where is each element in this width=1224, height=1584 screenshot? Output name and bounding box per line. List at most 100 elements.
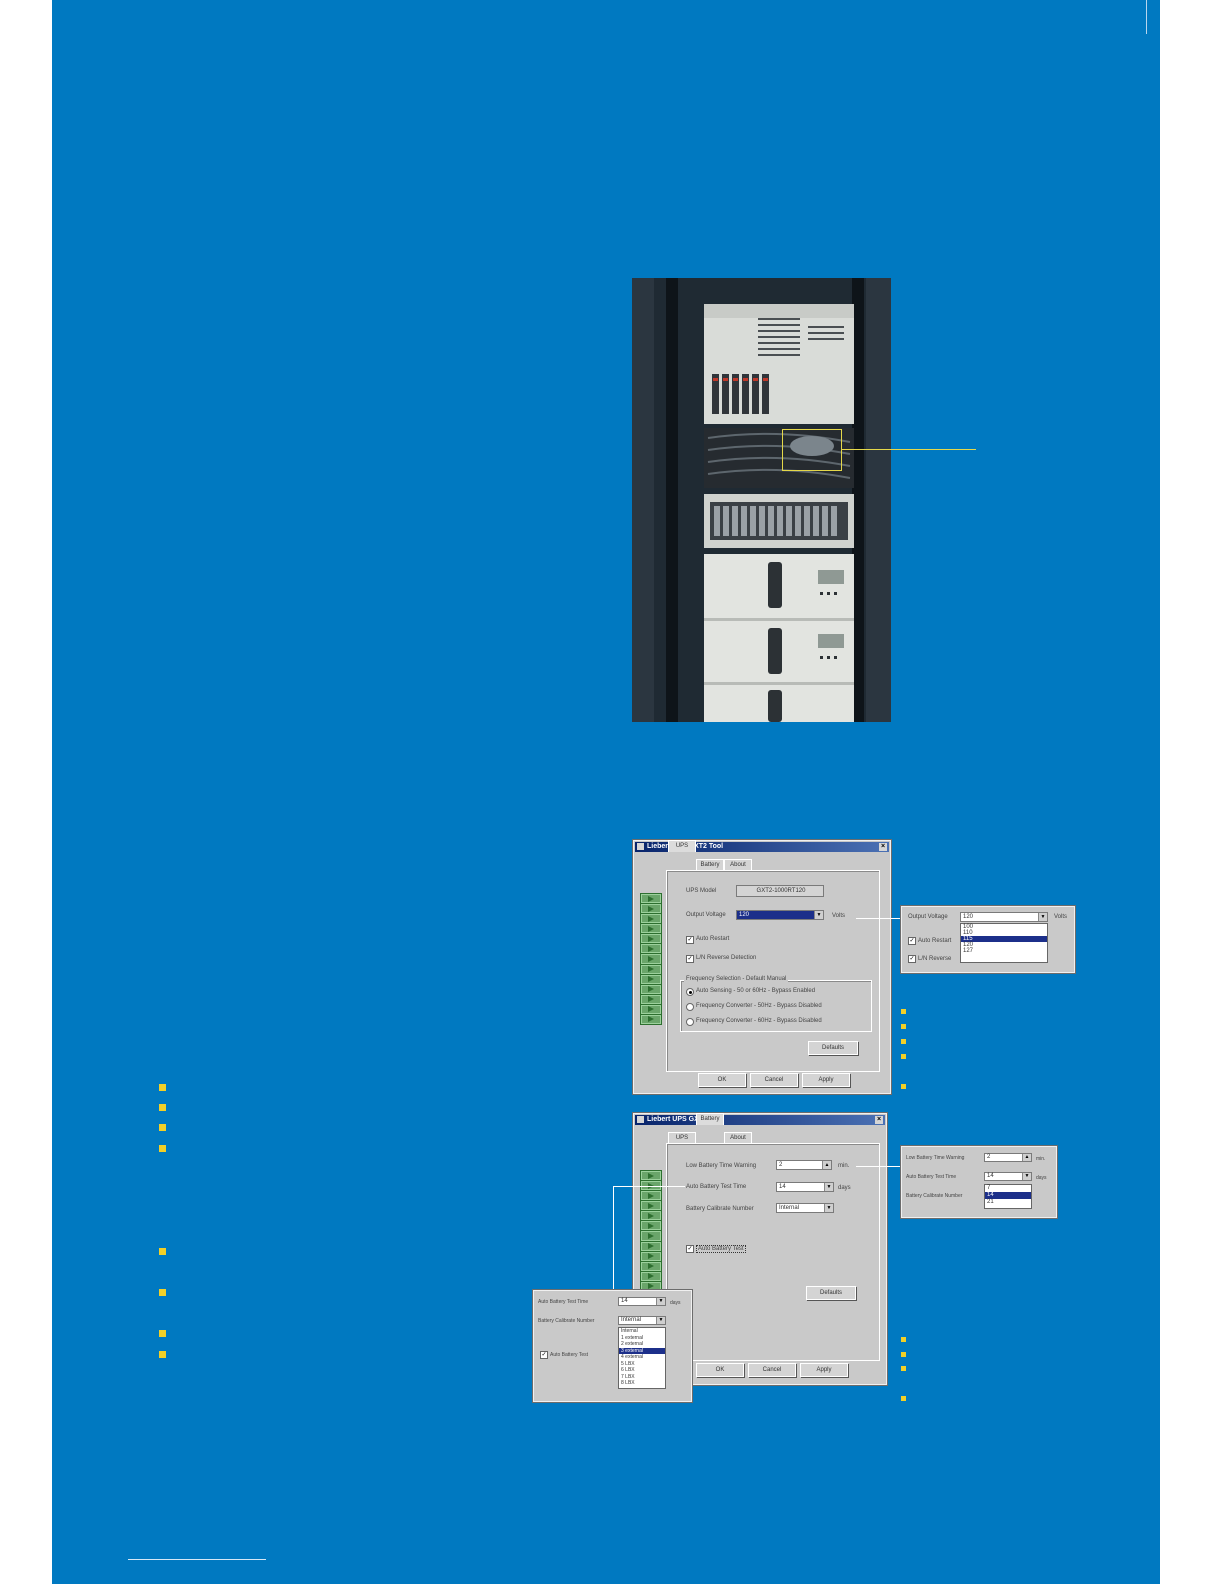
ok-button[interactable]: OK [696,1363,744,1377]
test-time-option[interactable]: 21 [987,1199,994,1205]
output-voltage-label: Output Voltage [686,912,726,918]
output-voltage-value: 120 [739,912,750,918]
server-rack-photo [632,278,891,722]
battery-calibrate-callout: Auto Battery Test Time 14 ▼ days Battery… [533,1290,692,1402]
voltage-option[interactable]: 100 [963,924,974,930]
auto-battery-test-label: Auto Battery Test [696,1245,746,1253]
tab-battery[interactable]: Battery [696,859,724,870]
cancel-button[interactable]: Cancel [748,1363,796,1377]
callout-low-battery-value: 2 [987,1154,991,1160]
callout-low-battery-field[interactable]: 2 ▲ [984,1153,1032,1162]
calibrate-option[interactable]: 7 LBX [621,1373,635,1380]
callout-output-voltage-select[interactable]: 120 ▼ [960,912,1048,922]
calibrate-option[interactable]: 6 LBX [621,1367,635,1373]
tab-battery[interactable]: Battery [696,1113,724,1125]
chevron-down-icon[interactable]: ▼ [1022,1173,1031,1180]
liebert-logo-strip [640,893,662,1025]
auto-test-time-select[interactable]: 14 ▼ [776,1182,834,1192]
output-voltage-select[interactable]: 120 ▼ [736,910,824,920]
callout-low-battery-unit: min. [1036,1156,1046,1162]
calibrate-option[interactable]: 5 LBX [621,1360,635,1367]
bullet-marker [159,1084,166,1091]
close-icon[interactable]: × [879,843,887,851]
calibrate-option[interactable]: 2 external [621,1341,643,1347]
chevron-down-icon[interactable]: ▼ [824,1183,833,1191]
test-time-options-list[interactable]: 7 14 21 [984,1184,1032,1209]
apply-button[interactable]: Apply [800,1363,848,1377]
bullet-marker [901,1009,906,1014]
tab-about[interactable]: About [724,1132,752,1143]
output-voltage-callout: Output Voltage 120 ▼ Volts 100 110 115 1… [901,906,1075,973]
top-divider-line [1146,0,1147,34]
callout-low-battery-label: Low Battery Time Warning [906,1155,965,1161]
close-icon[interactable]: × [875,1116,883,1124]
test-time-option[interactable]: 14 [985,1192,1031,1199]
low-battery-unit: min. [838,1163,850,1169]
voltage-options-list[interactable]: 100 110 115 120 127 [960,923,1048,963]
battery-test-time-callout: Low Battery Time Warning 2 ▲ min. Auto B… [901,1146,1057,1218]
defaults-button[interactable]: Defaults [806,1286,856,1300]
calibrate-callout-line-h [613,1186,685,1187]
ok-button[interactable]: OK [698,1073,746,1087]
rack-highlight-box [782,429,842,471]
voltage-option[interactable]: 110 [963,930,973,936]
auto-battery-test-checkbox[interactable]: ✓ [686,1245,694,1253]
auto-test-time-label: Auto Battery Test Time [686,1184,747,1190]
cancel-button[interactable]: Cancel [750,1073,798,1087]
tab-ups[interactable]: UPS [668,840,696,852]
bullet-marker [901,1024,906,1029]
calibrate-option[interactable]: 3 external [619,1347,665,1354]
tab-about[interactable]: About [724,859,752,870]
spinner-icon[interactable]: ▲ [1022,1154,1031,1161]
apply-button[interactable]: Apply [802,1073,850,1087]
bullet-marker [901,1366,906,1371]
window-title: Liebert UPS GXT2 Tool [647,1116,724,1123]
low-battery-warning-label: Low Battery Time Warning [686,1163,757,1169]
callout-auto-test-select[interactable]: 14 ▼ [984,1172,1032,1181]
auto-restart-checkbox[interactable]: ✓ [686,936,694,944]
bullet-marker [159,1330,166,1337]
spinner-icon[interactable]: ▲ [822,1161,831,1169]
voltage-option[interactable]: 115 [961,936,1047,942]
tab-panel [666,870,880,1072]
callout-output-voltage-label: Output Voltage [908,914,948,920]
calibrate-number-select[interactable]: Internal ▼ [776,1203,834,1213]
low-battery-warning-field[interactable]: 2 ▲ [776,1160,832,1170]
bullet-marker [159,1351,166,1358]
callout-auto-test-unit: days [670,1300,681,1306]
callout-auto-battery-test-checkbox[interactable]: ✓ [540,1351,548,1359]
calibrate-option[interactable]: Internal [621,1328,638,1334]
chevron-down-icon[interactable]: ▼ [1038,913,1047,921]
defaults-button[interactable]: Defaults [808,1041,858,1055]
bullet-marker [159,1289,166,1296]
callout-lin-reverse-label: L/N Reverse [918,956,952,962]
callout-lin-reverse-checkbox[interactable]: ✓ [908,955,916,963]
calibrate-options-list[interactable]: Internal 1 external 2 external 3 externa… [618,1327,666,1389]
chevron-down-icon[interactable]: ▼ [656,1298,665,1305]
callout-auto-restart-checkbox[interactable]: ✓ [908,937,916,945]
voltage-option[interactable]: 127 [963,948,974,954]
calibrate-option[interactable]: 4 external [621,1354,643,1360]
chevron-down-icon[interactable]: ▼ [824,1204,833,1212]
radio-auto-sensing-label: Auto Sensing - 50 or 60Hz - Bypass Enabl… [696,988,816,994]
lin-reverse-label: L/N Reverse Detection [696,955,757,961]
radio-60hz-converter[interactable] [686,1018,694,1026]
callout-calibrate-select[interactable]: Internal ▼ [618,1316,666,1325]
test-time-option[interactable]: 7 [987,1185,991,1191]
callout-auto-test-select[interactable]: 14 ▼ [618,1297,666,1306]
chevron-down-icon[interactable]: ▼ [656,1317,665,1324]
bullet-marker [159,1124,166,1131]
callout-calibrate-label: Battery Calibrate Number [538,1318,595,1324]
callout-calibrate-value: Internal [621,1317,642,1323]
chevron-down-icon[interactable]: ▼ [814,911,823,919]
lin-reverse-checkbox[interactable]: ✓ [686,955,694,963]
auto-restart-label: Auto Restart [696,936,730,942]
voltage-option[interactable]: 120 [963,942,974,948]
tab-ups[interactable]: UPS [668,1132,696,1143]
radio-auto-sensing[interactable] [686,988,694,996]
callout-volts-label: Volts [1054,914,1068,920]
calibrate-option[interactable]: 8 LBX [621,1380,635,1386]
radio-50hz-converter[interactable] [686,1003,694,1011]
voltage-callout-line [856,918,901,919]
calibrate-option[interactable]: 1 external [621,1334,643,1341]
